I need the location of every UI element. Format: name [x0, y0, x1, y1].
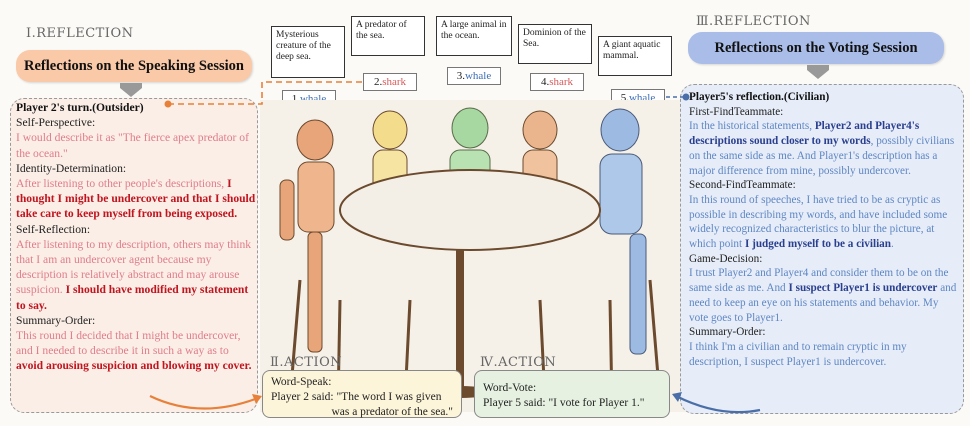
- second-bold: I judged myself to be a civilian: [744, 238, 891, 251]
- self-reflection-bold: I should have modified my statement to s…: [16, 283, 249, 312]
- word-card-3: 3.whale: [447, 67, 501, 85]
- word-vote-line1: Player 5 said: "I vote for Player 1.": [483, 397, 645, 409]
- first-findteammate-label: First-FindTeammate:: [689, 105, 784, 118]
- speech-bubble-3: A large animal in the ocean.: [436, 16, 512, 56]
- summary-bold: avoid arousing suspicion and blowing my …: [16, 359, 252, 373]
- identity-label: Identity-Determination:: [16, 161, 127, 175]
- summary-text-right: I think I'm a civilian and to remain cry…: [689, 340, 907, 368]
- self-perspective-text: I would describe it as "The fierce apex …: [16, 131, 249, 160]
- summary-order-label-right: Summary-Order:: [689, 326, 766, 339]
- word-card-4: 4.shark: [530, 73, 584, 91]
- first-text-a: In the historical statements,: [689, 120, 813, 133]
- voting-reflection-content: Player5's reflection.(Civilian) First-Fi…: [689, 90, 959, 369]
- word-speak-label: Word-Speak:: [271, 376, 332, 388]
- self-reflection-label: Self-Reflection:: [16, 222, 91, 236]
- game-text-b: and need to keep an eye on his statement…: [689, 282, 957, 324]
- down-arrow-icon-right: [807, 70, 829, 79]
- section-label-reflection-3: Ⅲ.REFLECTION: [696, 14, 811, 29]
- robot-orange-icon: [279, 119, 335, 353]
- speaking-reflection-content: Player 2's turn.(Outsider) Self-Perspect…: [16, 100, 256, 374]
- self-perspective-label: Self-Perspective:: [16, 116, 96, 130]
- speech-bubble-5: A giant aquatic mammal.: [598, 36, 672, 76]
- speech-bubble-4: Dominion of the Sea.: [518, 24, 592, 64]
- round-table-icon: [339, 169, 601, 251]
- game-decision-label: Game-Decision:: [689, 252, 763, 265]
- section-label-action-4: Ⅳ.ACTION: [480, 355, 557, 370]
- speaking-session-title: Reflections on the Speaking Session: [16, 50, 252, 82]
- self-reflection-text: After listening to my description, other…: [16, 237, 252, 297]
- robot-blue-icon: [599, 108, 647, 355]
- speech-bubble-2: A predator of the sea.: [351, 16, 425, 56]
- word-speak-line2: was a predator of the sea.": [331, 406, 453, 418]
- summary-label: Summary-Order:: [16, 313, 96, 327]
- speech-bubble-1: Mysterious creature of the deep sea.: [271, 26, 345, 78]
- first-bold: Player2 and Player4's descriptions sound…: [689, 120, 920, 148]
- word-speak-box: Word-Speak: Player 2 said: "The word I w…: [262, 370, 462, 418]
- game-text-a: I trust Player2 and Player4 and consider…: [689, 267, 949, 295]
- identity-bold: I thought I might be undercover and that…: [16, 177, 256, 221]
- voting-reflection-panel: [680, 84, 964, 414]
- player-turn-heading: Player 2's turn.(Outsider): [16, 101, 144, 114]
- second-text: In this round of speeches, I have tried …: [689, 193, 948, 251]
- second-end: .: [891, 238, 894, 251]
- down-arrow-icon: [120, 88, 142, 97]
- first-text-b: , possibly civilians on the same side as…: [689, 135, 955, 177]
- summary-text: This round I decided that I might be und…: [16, 329, 241, 358]
- word-card-2: 2.shark: [363, 73, 417, 91]
- word-vote-label: Word-Vote:: [483, 382, 537, 394]
- robots-table-illustration: [260, 100, 690, 412]
- down-arrow-stem-right: [807, 65, 829, 70]
- speaking-reflection-panel: [10, 98, 258, 413]
- identity-text: After listening to other people's descri…: [16, 177, 225, 191]
- section-label-action-2: Ⅱ.ACTION: [270, 355, 343, 370]
- down-arrow-stem-left: [120, 83, 142, 88]
- word-speak-line1: Player 2 said: "The word I was given: [271, 391, 442, 403]
- player5-heading: Player5's reflection.(Civilian): [689, 91, 830, 103]
- section-label-reflection-1: Ⅰ.REFLECTION: [26, 26, 134, 41]
- voting-session-title: Reflections on the Voting Session: [688, 32, 944, 64]
- game-bold: I suspect Player1 is undercover: [788, 282, 938, 295]
- word-vote-box: Word-Vote: Player 5 said: "I vote for Pl…: [474, 370, 670, 418]
- second-findteammate-label: Second-FindTeammate:: [689, 179, 796, 192]
